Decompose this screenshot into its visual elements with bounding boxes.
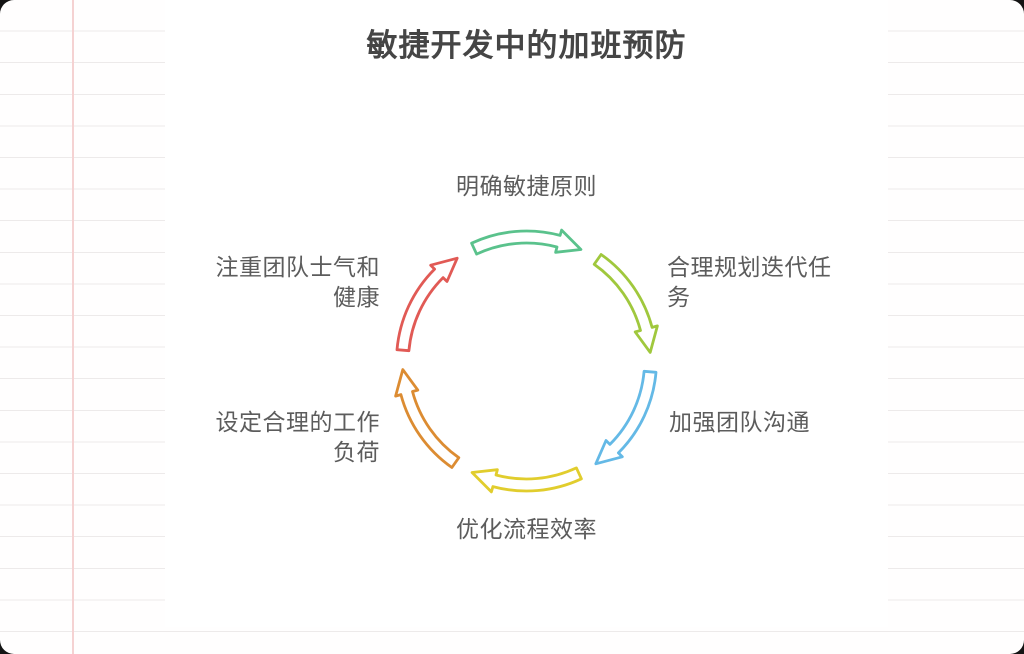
cycle-arrow-left-upper xyxy=(395,256,459,353)
cycle-diagram: 明确敏捷原则 合理规划迭代任务 加强团队沟通 优化流程效率 设定合理的工作负荷 … xyxy=(165,0,888,627)
cycle-label-left-upper: 注重团队士气和健康 xyxy=(215,254,380,310)
page-title: 敏捷开发中的加班预防 xyxy=(366,28,687,63)
cycle-label-right-lower: 加强团队沟通 xyxy=(669,409,810,435)
cycle-arrow-right-upper xyxy=(592,253,659,354)
cycle-arrows-svg xyxy=(394,228,659,494)
cycle-label-right-upper: 合理规划迭代任务 xyxy=(667,254,832,310)
cycle-label-left-lower: 设定合理的工作负荷 xyxy=(215,409,380,465)
paper-margin-line xyxy=(72,0,74,654)
cycle-label-top: 明确敏捷原则 xyxy=(456,173,597,199)
cycle-arrow-bottom xyxy=(470,466,583,494)
cycle-label-bottom: 优化流程效率 xyxy=(456,516,597,542)
cycle-arrow-left-lower xyxy=(394,368,461,469)
cycle-arrow-right-lower xyxy=(594,369,658,466)
slide-panel: 敏捷开发中的加班预防 明确敏捷原则 合理规划迭代任务 加强团队沟通 优化流程效率… xyxy=(165,0,888,627)
cycle-arrow-top xyxy=(470,228,583,256)
